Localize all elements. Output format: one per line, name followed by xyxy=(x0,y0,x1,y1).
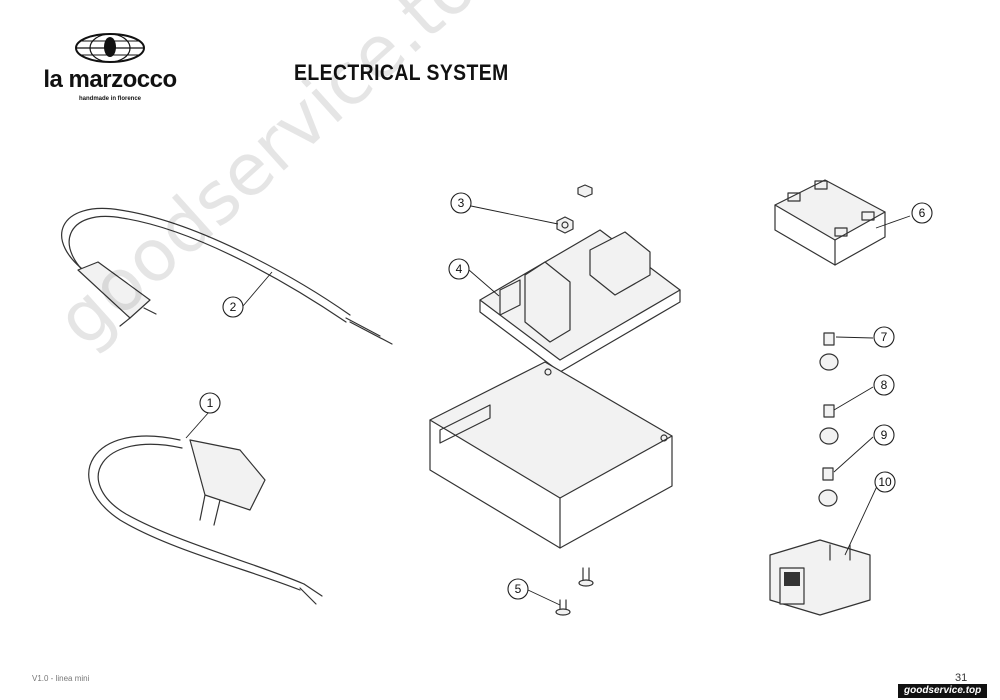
footer-version: V1.0 - linea mini xyxy=(32,674,90,683)
nut xyxy=(556,184,593,234)
callout-3: 3 xyxy=(450,192,472,214)
control-board xyxy=(479,229,681,373)
callout-9: 9 xyxy=(873,424,895,446)
page-number: 31 xyxy=(955,672,968,684)
page-title: ELECTRICAL SYSTEM xyxy=(294,60,509,85)
callout-label-10: 10 xyxy=(878,475,892,489)
us-power-cord xyxy=(61,207,393,345)
solid-state-relay xyxy=(774,179,886,266)
screws xyxy=(555,567,594,616)
callout-label-7: 7 xyxy=(881,330,888,344)
callout-4: 4 xyxy=(448,258,470,280)
callout-label-8: 8 xyxy=(881,378,888,392)
callout-6: 6 xyxy=(911,202,933,224)
electrical-box-enclosure xyxy=(429,361,673,549)
callout-5: 5 xyxy=(507,578,529,600)
site-badge: goodservice.top xyxy=(898,684,988,698)
eu-power-cord xyxy=(88,435,323,605)
callout-1: 1 xyxy=(199,392,221,414)
callout-7: 7 xyxy=(873,326,895,348)
callout-label-1: 1 xyxy=(207,396,214,410)
callout-label-2: 2 xyxy=(230,300,237,314)
callout-label-3: 3 xyxy=(458,196,465,210)
callout-10: 10 xyxy=(874,471,896,493)
la-marzocco-logo-icon xyxy=(75,33,145,63)
callout-label-4: 4 xyxy=(456,262,463,276)
indicator-light-8 xyxy=(819,404,839,445)
callout-label-6: 6 xyxy=(919,206,926,220)
indicator-light-9 xyxy=(818,467,838,507)
callout-label-5: 5 xyxy=(515,582,522,596)
callout-label-9: 9 xyxy=(881,428,888,442)
indicator-light-7 xyxy=(819,332,839,371)
brand-tagline: handmade in florence xyxy=(78,96,141,102)
callout-8: 8 xyxy=(873,374,895,396)
brand-name: la marzocco xyxy=(43,66,177,93)
callout-2: 2 xyxy=(222,296,244,318)
rocker-switch xyxy=(769,539,871,616)
